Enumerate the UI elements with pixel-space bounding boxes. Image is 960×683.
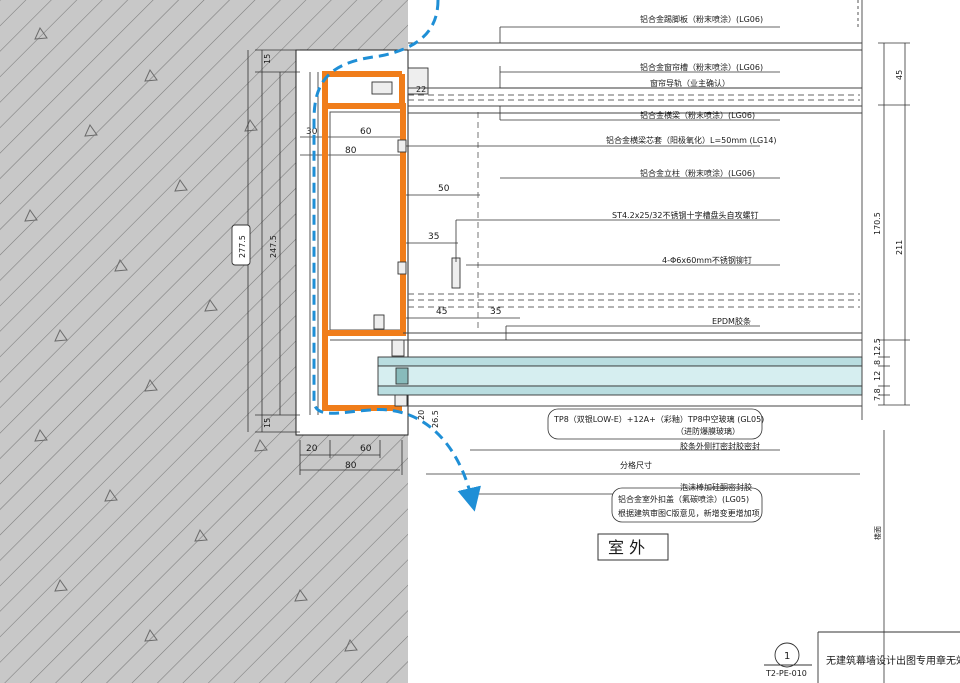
label-screw: ST4.2x25/32不锈钢十字槽盘头自攻螺钉	[612, 210, 758, 220]
section-sheet: T2-PE-010	[765, 669, 807, 678]
label-rivet: 4-Φ6x60mm不锈钢铆钉	[662, 255, 752, 265]
dim-80b: 80	[345, 461, 357, 471]
dim-20v: 20	[417, 410, 426, 420]
aluminum-frame	[322, 71, 406, 411]
dim-r1705: 170.5	[873, 212, 882, 235]
label-skirting: 铝合金踢脚板（粉末喷涂）(LG06)	[640, 14, 763, 24]
label-glass: TP8（双银LOW-E）+12A+（彩釉）TP8中空玻璃 (GL05)	[553, 414, 764, 424]
room-label: 室 外	[608, 538, 645, 557]
label-glass-film: （进防爆膜玻璃）	[676, 426, 740, 436]
dim-35b: 35	[490, 307, 501, 317]
dim-20: 20	[306, 444, 318, 454]
dim-247: 247.5	[269, 235, 278, 258]
dim-15-bottom: 15	[263, 418, 272, 428]
dim-r211: 211	[895, 240, 904, 255]
right-dimensions	[878, 42, 910, 683]
dim-r12: 12	[873, 371, 882, 381]
dim-box-277	[231, 224, 251, 266]
label-change-note: 根据建筑审图C版意见，新增变更增加项	[618, 508, 760, 518]
section-number: 1	[784, 651, 790, 662]
label-transom: 铝合金横梁（粉末喷涂）(LG06)	[640, 110, 755, 120]
dim-265: 26.5	[431, 410, 440, 428]
dim-50: 50	[438, 184, 450, 194]
dim-30: 30	[306, 127, 318, 137]
hidden-lines	[408, 94, 860, 330]
dim-80: 80	[345, 146, 357, 156]
leader-lines	[406, 26, 860, 495]
dim-60b: 60	[360, 444, 372, 454]
label-module: 分格尺寸	[620, 460, 652, 470]
dim-r22: 22	[416, 85, 426, 94]
dim-r8: 8	[873, 360, 882, 365]
title-block	[817, 631, 960, 683]
dim-60: 60	[360, 127, 372, 137]
dim-r45: 45	[895, 70, 904, 80]
frame-dimensions	[299, 136, 520, 475]
dim-15-top: 15	[263, 54, 272, 64]
dim-r78: 7.8	[873, 388, 882, 401]
label-clouds	[547, 408, 763, 523]
dim-277: 277.5	[238, 235, 247, 258]
dim-r125: 12.5	[873, 338, 882, 356]
dim-35a: 35	[428, 232, 439, 242]
label-backer-rod: 泡沫棒加硅酮密封胶	[680, 482, 752, 492]
label-cover-cap: 铝合金室外扣盖（氟碳喷涂）(LG05)	[618, 494, 749, 504]
room-box	[597, 533, 669, 561]
label-curtain-groove: 铝合金窗帘槽（粉末喷涂）(LG06)	[640, 62, 763, 72]
label-epdm: EPDM胶条	[712, 316, 751, 326]
label-curtain-rail: 窗帘导轨（业主确认）	[650, 78, 730, 88]
insulated-glass	[377, 356, 863, 396]
airflow-path	[312, 0, 481, 512]
dim-45: 45	[436, 307, 447, 317]
section-mark	[764, 642, 812, 668]
label-mullion: 铝合金立柱（粉末喷涂）(LG06)	[640, 168, 755, 178]
label-sealant: 胶条外侧打密封胶密封	[680, 441, 760, 451]
title-block-text: 无建筑幕墙设计出图专用章无效	[826, 654, 960, 667]
floor-label: 楼面	[873, 526, 882, 540]
label-transom-sleeve: 铝合金横梁芯套（阳极氧化）L=50mm (LG14)	[606, 135, 777, 145]
